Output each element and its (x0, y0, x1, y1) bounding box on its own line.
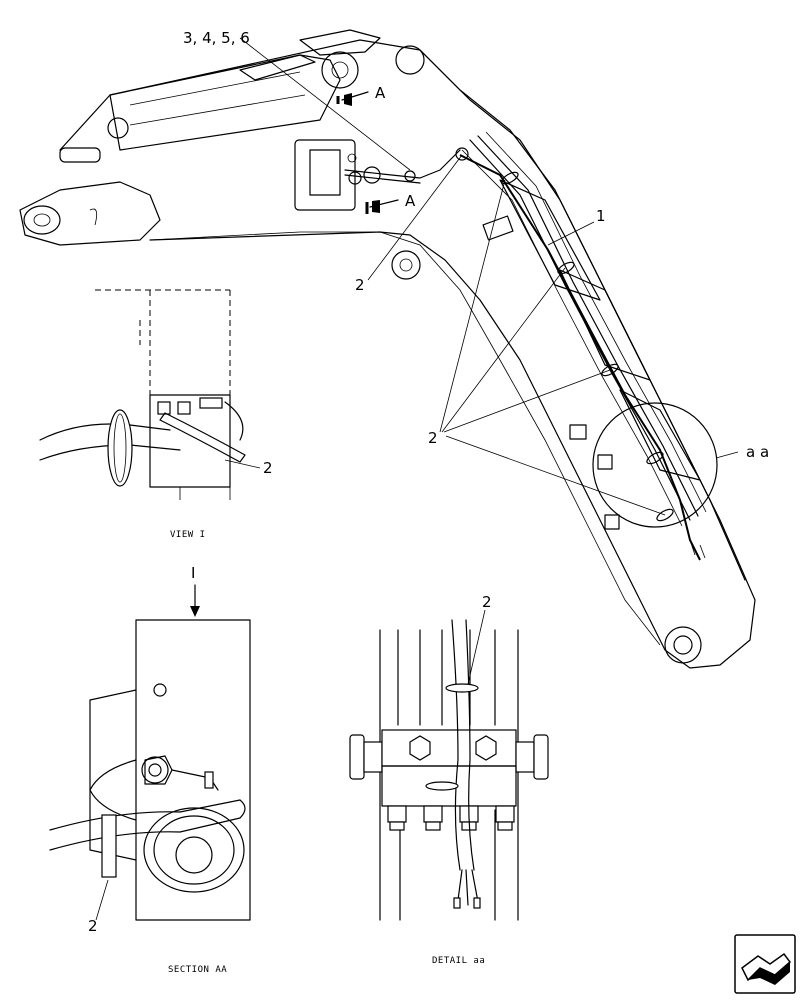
caption-view-i: VIEW I (170, 530, 206, 540)
next-page-arrow-icon[interactable] (734, 934, 796, 994)
leader-2-section (95, 879, 109, 921)
caption-detail-aa: DETAIL aa (432, 956, 485, 966)
leader-2-view (224, 459, 261, 469)
callout-2-mid: 2 (428, 429, 438, 447)
view-i-drawing (39, 289, 246, 500)
callout-2-section: 2 (88, 917, 98, 935)
boom-assembly (19, 29, 756, 669)
detail-aa-leader (715, 451, 739, 459)
leader-1 (547, 221, 595, 246)
section-a-lower-label: A (405, 192, 416, 210)
leaders-2-mid (439, 179, 666, 516)
detail-aa-drawing (349, 619, 549, 921)
caption-section-aa: SECTION AA (168, 965, 227, 975)
detail-aa-circle (592, 402, 718, 528)
callout-2-detail: 2 (482, 593, 492, 611)
callout-2-view: 2 (263, 459, 273, 477)
callout-1: 1 (596, 207, 606, 225)
view-arrow-label: I (191, 564, 195, 582)
callout-2-top: 2 (355, 276, 365, 294)
section-a-upper-label: A (375, 84, 386, 102)
section-marker-a-lower: A (365, 192, 416, 214)
section-aa-drawing: I (49, 564, 251, 921)
leader-3-4-5-6 (239, 37, 411, 171)
leader-2-top (367, 154, 463, 281)
detail-aa-ref: a a (746, 443, 769, 461)
section-marker-a-upper: A (336, 84, 386, 106)
leader-2-detail (467, 609, 486, 685)
callout-3-4-5-6: 3, 4, 5, 6 (183, 29, 250, 47)
